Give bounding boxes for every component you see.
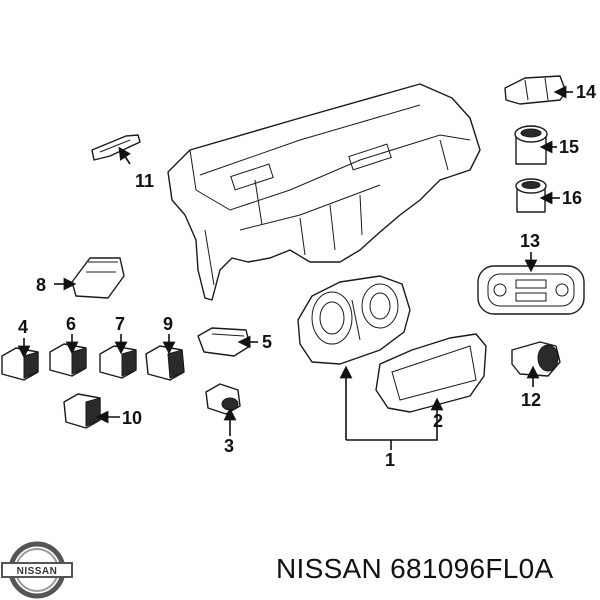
part-14-switch-module: [504, 75, 567, 105]
part-11-switch: [91, 134, 141, 161]
part-12-switch: [511, 341, 561, 377]
callout-8: 8: [36, 275, 46, 295]
part-5-switch: [197, 327, 251, 357]
callout-10: 10: [122, 408, 142, 428]
callout-11: 11: [135, 171, 154, 191]
callout-labels: 1 2 3 4 5 6 7 8 9 10 11 12 13 14 15 16: [18, 82, 596, 470]
part-13-control-panel: [477, 265, 585, 315]
instrument-panel: [167, 83, 481, 301]
part-8-switch-module: [71, 257, 125, 299]
leader-lines: [17, 85, 573, 450]
part-3-sensor: [205, 383, 241, 415]
callout-15: 15: [559, 137, 579, 157]
callout-3: 3: [224, 436, 234, 456]
callout-9: 9: [163, 314, 173, 334]
part-1-combination-meter: [297, 275, 411, 365]
callout-6: 6: [66, 314, 76, 334]
part-16-push-switch: [515, 178, 547, 213]
part-number-caption: NISSAN 681096FL0A: [276, 553, 554, 584]
part-15-push-switch: [514, 125, 548, 165]
part-9-switch: [145, 345, 185, 381]
part-6-switch: [49, 343, 87, 377]
part-7-switch: [99, 345, 137, 379]
part-10-switch: [63, 393, 101, 429]
callout-12: 12: [521, 390, 541, 410]
callout-4: 4: [18, 317, 28, 337]
callout-7: 7: [115, 314, 125, 334]
part-2-meter-cover: [375, 333, 487, 413]
callout-5: 5: [262, 332, 272, 352]
callout-1: 1: [385, 450, 395, 470]
callout-14: 14: [576, 82, 596, 102]
callout-13: 13: [520, 231, 540, 251]
callout-2: 2: [433, 411, 443, 431]
callout-16: 16: [562, 188, 582, 208]
nissan-logo: NISSAN: [1, 541, 73, 599]
nissan-logo-text: NISSAN: [17, 566, 58, 577]
part-4-switch: [1, 347, 39, 381]
